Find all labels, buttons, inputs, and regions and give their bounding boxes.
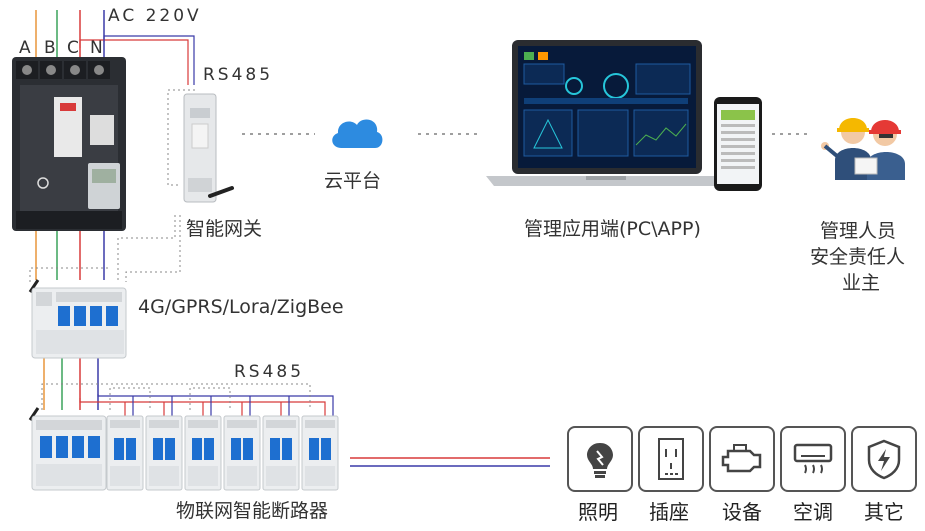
personnel-line-3: 业主 [842,272,881,294]
bulb-icon [587,443,613,478]
phase-label-n: N [90,38,103,58]
wire-gateway-power-red [79,39,189,85]
socket-icon [658,438,684,480]
load-label-lighting: 照明 [578,500,618,524]
bus-protocol-label: RS485 [234,362,305,382]
gateway-name-label: 智能网关 [186,218,263,240]
air-conditioner-icon [793,443,833,474]
shield-lightning-icon [867,439,901,480]
load-box-equipment [709,426,775,492]
load-box-air-conditioner [780,426,846,492]
smart-breaker-branch-5 [262,412,300,492]
ac-voltage-label: AC 220V [108,6,202,26]
load-label-socket: 插座 [649,500,689,524]
cloud-platform-label: 云平台 [324,170,382,192]
phase-label-b: B [44,38,56,58]
smart-breaker-branch-2 [145,412,183,492]
personnel-line-2: 安全责任人 [810,246,906,268]
phase-label-a: A [19,38,31,58]
management-app-label: 管理应用端(PC\APP) [524,218,701,240]
load-box-other [851,426,917,492]
smart-breaker-branch-1 [106,412,144,492]
smart-breaker-branch-6 [301,412,339,492]
gateway-protocol-label: RS485 [203,65,274,85]
load-label-air-conditioner: 空调 [793,500,833,524]
load-label-other: 其它 [864,500,904,524]
wire-gateway-power-blue [103,35,195,85]
engine-icon [721,444,762,473]
smart-breaker-branch-3 [184,412,222,492]
smart-breaker-main [22,406,108,492]
main-breaker [10,55,128,233]
cloud-icon [327,110,387,154]
load-label-equipment: 设备 [722,500,762,524]
load-box-socket [638,426,704,492]
wireless-breaker-upper [22,278,134,360]
network-protocols-label: 4G/GPRS/Lora/ZigBee [138,296,344,318]
smart-breaker-branch-4 [223,412,261,492]
workers-illustration [815,100,915,180]
laptop-dashboard [486,40,726,190]
iot-breaker-label: 物联网智能断路器 [176,500,329,522]
smart-gateway [180,84,234,216]
load-box-lighting [567,426,633,492]
phone-app [713,96,763,192]
personnel-line-1: 管理人员 [820,220,897,242]
phase-label-c: C [67,38,79,58]
